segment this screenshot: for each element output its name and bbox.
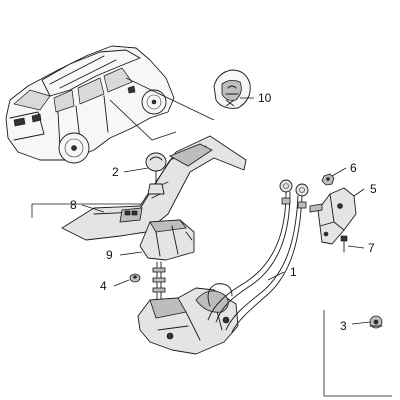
assembly-bracket-line [31, 203, 144, 218]
callout-labels: 1 2 3 4 5 6 7 8 9 10 [70, 91, 377, 333]
callout-4: 4 [100, 279, 107, 293]
callout-9: 9 [106, 248, 113, 262]
shift-cables [207, 179, 309, 333]
shift-boot-housing [139, 219, 195, 261]
callout-10: 10 [258, 91, 272, 105]
bolt [340, 235, 348, 253]
fastener-inset [323, 310, 392, 397]
callout-7: 7 [368, 241, 375, 255]
gear-knob [145, 152, 167, 195]
vehicle-illustration [5, 45, 215, 164]
gear-selector-assembly [137, 261, 239, 355]
callout-5: 5 [370, 182, 377, 196]
callout-6: 6 [350, 161, 357, 175]
callout-1: 1 [290, 265, 297, 279]
nut [321, 173, 335, 186]
callout-3: 3 [340, 319, 347, 333]
callout-2: 2 [112, 165, 119, 179]
callout-8: 8 [70, 198, 77, 212]
cable-bracket [309, 187, 357, 245]
leader-lines [81, 167, 371, 325]
gear-knob-inset [213, 69, 254, 109]
nut-small [129, 273, 141, 283]
